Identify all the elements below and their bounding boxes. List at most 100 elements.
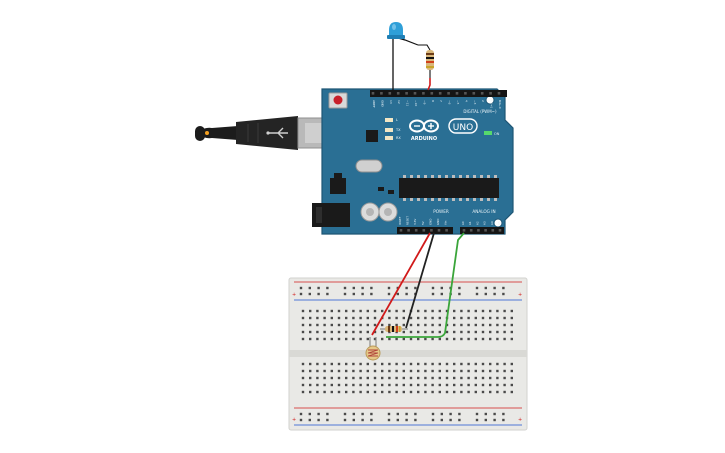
breadboard-hole [424, 376, 427, 380]
breadboard-hole [330, 383, 333, 387]
header-hole [498, 229, 502, 232]
breadboard-hole [453, 309, 456, 313]
rail-hole [405, 412, 408, 416]
chip-pin [452, 175, 455, 178]
breadboard-hole [402, 376, 405, 380]
capacitor-top [366, 208, 374, 216]
breadboard-hole [496, 390, 499, 394]
breadboard-hole [402, 383, 405, 387]
breadboard-hole [316, 376, 319, 380]
resistor-led[interactable] [418, 44, 434, 78]
header-hole [380, 92, 383, 95]
breadboard-hole [337, 362, 341, 366]
power-label: POWER [433, 209, 449, 214]
breadboard-hole [489, 309, 492, 313]
wire-5v-red[interactable] [371, 232, 431, 336]
breadboard-hole [366, 383, 369, 387]
breadboard-hole [474, 383, 477, 387]
breadboard-hole [445, 330, 449, 334]
breadboard-hole [467, 369, 470, 373]
breadboard-hole [481, 316, 485, 320]
breadboard-hole [409, 323, 413, 327]
breadboard-hole [301, 323, 305, 327]
breadboard-hole [381, 330, 384, 334]
photoresistor[interactable] [365, 337, 381, 361]
breadboard-hole [337, 316, 341, 320]
breadboard-hole [402, 309, 405, 313]
breadboard-hole [323, 390, 326, 394]
resistor-bb-band-3 [396, 326, 398, 332]
breadboard-hole [453, 316, 456, 320]
breadboard-hole [330, 369, 333, 373]
rail-hole [370, 412, 373, 416]
chip-pin [431, 175, 434, 178]
rail-hole [326, 418, 329, 422]
rail-hole [352, 412, 355, 416]
breadboard-hole [337, 309, 341, 313]
header-hole [438, 92, 442, 95]
resistor-lead-top [418, 44, 431, 51]
breadboard-hole [381, 362, 384, 366]
breadboard-hole [453, 362, 456, 366]
rail-hole [440, 418, 443, 422]
breadboard-hole [467, 330, 470, 334]
usb-chip [366, 130, 378, 142]
breadboard-hole [301, 390, 305, 394]
led-l [385, 118, 393, 122]
chip-pin [417, 175, 420, 178]
digital-label: DIGITAL (PWM~) [463, 109, 497, 114]
rail-hole [475, 418, 479, 422]
breadboard-hole [337, 337, 341, 341]
wire-led-pin[interactable] [427, 78, 431, 91]
breadboard-hole [438, 369, 441, 373]
rail-hole [326, 412, 329, 416]
chip-pin [473, 175, 476, 178]
wire-a0-green[interactable] [386, 232, 465, 338]
rail-hole [308, 292, 311, 296]
breadboard-hole [445, 309, 449, 313]
chip-pin [403, 198, 406, 201]
breadboard-hole [417, 383, 420, 387]
breadboard-hole [395, 316, 398, 320]
chip-pin [459, 175, 462, 178]
breadboard-hole [453, 383, 456, 387]
breadboard-hole [309, 369, 312, 373]
breadboard-hole [388, 369, 391, 373]
breadboard-hole [323, 323, 326, 327]
breadboard-hole [481, 309, 485, 313]
rail-hole [299, 412, 303, 416]
breadboard-hole [373, 362, 377, 366]
breadboard-hole [496, 376, 499, 380]
analog-header [460, 227, 504, 234]
breadboard-hole [381, 390, 384, 394]
breadboard-hole [489, 362, 492, 366]
rail-hole [343, 412, 347, 416]
reset-button[interactable] [333, 95, 343, 105]
breadboard[interactable]: + + + + [288, 277, 528, 431]
resistor-band-4 [426, 66, 434, 68]
chip-pin [466, 198, 469, 201]
wire-gnd-black[interactable] [405, 232, 435, 329]
resistor-band [426, 53, 434, 55]
breadboard-hole [417, 316, 420, 320]
led[interactable] [387, 22, 419, 90]
breadboard-hole [438, 323, 441, 327]
breadboard-hole [337, 376, 341, 380]
breadboard-hole [496, 369, 499, 373]
breadboard-hole [316, 323, 319, 327]
breadboard-hole [395, 362, 398, 366]
breadboard-hole [373, 330, 377, 334]
breadboard-hole [431, 390, 434, 394]
chip-pin [424, 175, 427, 178]
breadboard-hole [330, 337, 333, 341]
resistor-breadboard[interactable] [380, 326, 408, 332]
rail-hole [352, 292, 355, 296]
breadboard-hole [330, 390, 333, 394]
header-hole [480, 92, 484, 95]
breadboard-hole [359, 323, 362, 327]
led-rim [387, 35, 405, 39]
breadboard-hole [474, 316, 477, 320]
breadboard-hole [481, 330, 485, 334]
